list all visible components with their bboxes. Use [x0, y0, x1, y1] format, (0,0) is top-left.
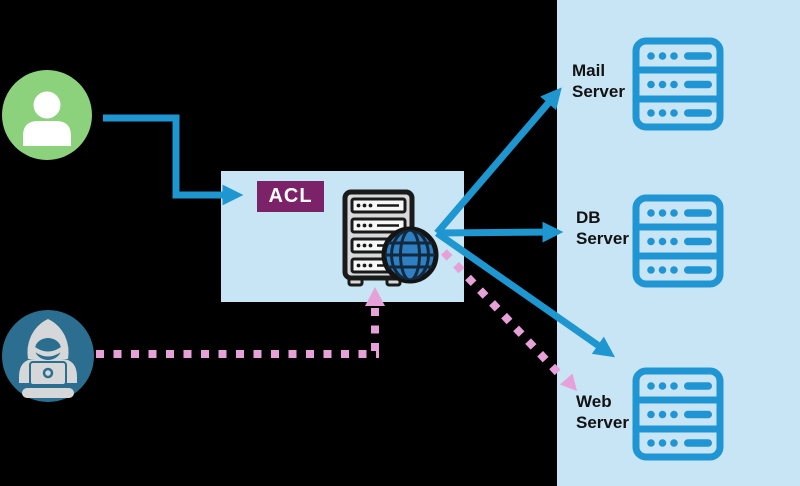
arrow-dotted-to-web — [441, 249, 565, 380]
arrow-user-to-acl — [103, 114, 244, 206]
web-server-label: Web Server — [576, 392, 629, 432]
firewall-router-globe-icon — [342, 189, 439, 287]
web-server-icon — [632, 367, 724, 461]
db-server-icon — [632, 194, 724, 288]
arrowhead-dotted-to-web — [560, 373, 577, 391]
user-icon — [2, 70, 92, 160]
acl-label: ACL — [268, 185, 313, 207]
arrow-to-web-server — [434, 230, 616, 358]
mail-server-label: Mail Server — [572, 61, 625, 101]
mail-server-icon — [632, 37, 724, 131]
hacker-icon — [2, 310, 94, 402]
acl-badge: ACL — [257, 181, 324, 212]
arrow-to-db-server — [436, 221, 564, 243]
db-server-label: DB Server — [576, 208, 629, 248]
arrow-to-mail-server — [434, 87, 562, 236]
arrowhead-hacker-to-acl — [365, 287, 385, 306]
